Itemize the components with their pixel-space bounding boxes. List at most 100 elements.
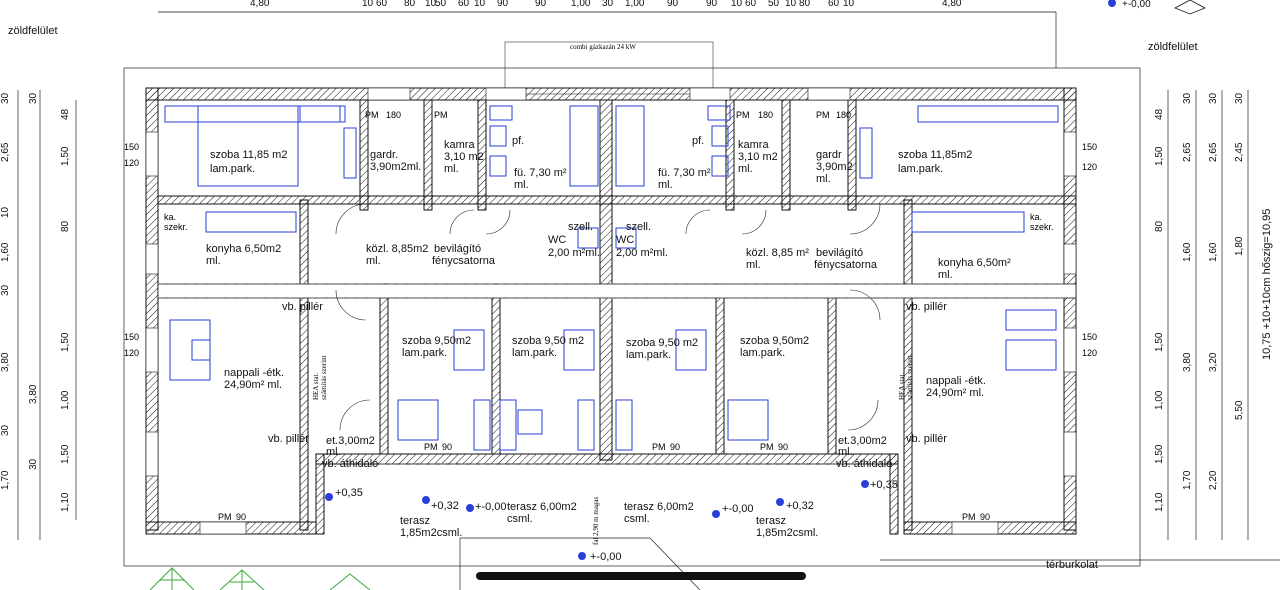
svg-text:terasz: terasz — [400, 515, 430, 527]
svg-text:90: 90 — [778, 442, 788, 452]
svg-text:et.3,00m2: et.3,00m2 — [326, 435, 375, 447]
left-dimension-chain: 30 2,65 10 1,60 30 3,80 30 1,70 30 3,80 … — [0, 90, 77, 540]
svg-text:szoba 9,50 m2: szoba 9,50 m2 — [512, 335, 584, 347]
svg-text:30: 30 — [0, 424, 11, 436]
svg-text:10: 10 — [362, 0, 374, 9]
svg-text:szell.: szell. — [626, 221, 651, 233]
svg-text:ml.: ml. — [206, 255, 221, 267]
svg-text:fénycsatorna: fénycsatorna — [432, 255, 496, 267]
svg-text:+-0,00: +-0,00 — [722, 503, 754, 515]
svg-text:ml.: ml. — [444, 163, 459, 175]
svg-text:10: 10 — [731, 0, 743, 9]
green-area-right: zöldfelület — [1148, 41, 1198, 53]
svg-text:pf.: pf. — [692, 135, 704, 147]
svg-text:1,10: 1,10 — [1154, 492, 1165, 512]
svg-text:10: 10 — [0, 206, 11, 218]
svg-text:+-0,00: +-0,00 — [475, 501, 507, 513]
svg-text:gardr: gardr — [816, 149, 842, 161]
svg-text:3,80: 3,80 — [0, 352, 11, 372]
svg-text:combi gázkazán 24 kW: combi gázkazán 24 kW — [570, 43, 636, 51]
svg-text:számítás szerint: számítás szerint — [906, 355, 914, 400]
svg-text:150: 150 — [124, 332, 139, 342]
svg-text:30: 30 — [28, 458, 39, 470]
svg-text:80: 80 — [1154, 220, 1165, 232]
svg-text:nappali -étk.: nappali -étk. — [926, 375, 986, 387]
svg-text:szekr.: szekr. — [164, 222, 188, 232]
svg-text:120: 120 — [1082, 348, 1097, 358]
svg-text:30: 30 — [1208, 92, 1219, 104]
svg-text:90: 90 — [980, 512, 990, 522]
svg-text:ml.: ml. — [326, 446, 341, 458]
svg-text:fal 2,90 m magas: fal 2,90 m magas — [592, 497, 600, 545]
svg-text:csml.: csml. — [624, 513, 650, 525]
svg-text:48: 48 — [60, 108, 71, 120]
svg-text:24,90m² ml.: 24,90m² ml. — [224, 379, 282, 391]
svg-text:3,80: 3,80 — [1182, 352, 1193, 372]
svg-text:közl. 8,85 m²: közl. 8,85 m² — [746, 247, 809, 259]
svg-text:PM: PM — [434, 110, 448, 120]
svg-text:szoba 9,50 m2: szoba 9,50 m2 — [626, 337, 698, 349]
svg-text:30: 30 — [28, 92, 39, 104]
svg-text:3,10 m2: 3,10 m2 — [444, 151, 484, 163]
scroll-bar[interactable] — [476, 572, 806, 580]
svg-text:terasz: terasz — [756, 515, 786, 527]
svg-text:1,00: 1,00 — [60, 390, 71, 410]
svg-text:60: 60 — [458, 0, 470, 9]
svg-text:kamra: kamra — [444, 139, 475, 151]
svg-text:90: 90 — [442, 442, 452, 452]
svg-text:90: 90 — [706, 0, 718, 9]
svg-text:48: 48 — [1154, 108, 1165, 120]
svg-text:+0,35: +0,35 — [870, 479, 898, 491]
svg-text:90: 90 — [670, 442, 680, 452]
tree-symbols — [149, 567, 371, 590]
svg-text:+-0,00: +-0,00 — [590, 551, 622, 563]
svg-text:+0,32: +0,32 — [431, 500, 459, 512]
svg-text:ml.: ml. — [746, 259, 761, 271]
room-szoba-left: szoba 11,85 m2 — [210, 149, 287, 161]
svg-text:3,90m2: 3,90m2 — [816, 161, 853, 173]
svg-text:lam.park.: lam.park. — [626, 349, 671, 361]
svg-text:vb. pillér: vb. pillér — [906, 433, 947, 445]
level-markers: +0,35 +0,32 +-0,00 +-0,00 +0,32 +0,35 +-… — [325, 479, 898, 563]
svg-text:gardr.: gardr. — [370, 149, 398, 161]
terrace-paving — [459, 12, 1280, 590]
svg-text:80: 80 — [60, 220, 71, 232]
north-arrow-icon — [1174, 0, 1206, 15]
svg-text:90: 90 — [667, 0, 679, 9]
svg-text:1,50: 1,50 — [1154, 332, 1165, 352]
svg-text:fü. 7,30 m²: fü. 7,30 m² — [658, 167, 711, 179]
svg-text:ml.: ml. — [366, 255, 381, 267]
svg-text:1,60: 1,60 — [1182, 242, 1193, 262]
svg-text:ka.: ka. — [164, 212, 176, 222]
svg-text:50: 50 — [768, 0, 780, 9]
svg-text:3,90m2ml.: 3,90m2ml. — [370, 161, 421, 173]
svg-text:90: 90 — [535, 0, 547, 9]
svg-text:2,20: 2,20 — [1208, 470, 1219, 490]
svg-text:ml.: ml. — [816, 173, 831, 185]
svg-text:szell.: szell. — [568, 221, 593, 233]
svg-text:60: 60 — [745, 0, 757, 9]
svg-text:bevilágító: bevilágító — [434, 243, 481, 255]
svg-text:konyha 6,50m2: konyha 6,50m2 — [206, 243, 281, 255]
svg-text:fénycsatorna: fénycsatorna — [814, 259, 878, 271]
svg-text:WC: WC — [616, 234, 634, 246]
svg-text:3,10 m2: 3,10 m2 — [738, 151, 778, 163]
svg-text:pf.: pf. — [512, 135, 524, 147]
svg-text:+-0,00: +-0,00 — [1122, 0, 1151, 10]
svg-text:10: 10 — [843, 0, 855, 9]
svg-text:90: 90 — [236, 512, 246, 522]
svg-text:1,80: 1,80 — [1234, 236, 1245, 256]
svg-text:60: 60 — [828, 0, 840, 9]
svg-text:120: 120 — [124, 348, 139, 358]
svg-text:180: 180 — [758, 110, 773, 120]
svg-text:fü. 7,30 m²: fü. 7,30 m² — [514, 167, 567, 179]
svg-text:120: 120 — [124, 158, 139, 168]
svg-text:szekr.: szekr. — [1030, 222, 1054, 232]
svg-text:1,60: 1,60 — [0, 242, 11, 262]
svg-text:180: 180 — [836, 110, 851, 120]
svg-text:szoba 9,50m2: szoba 9,50m2 — [402, 335, 471, 347]
svg-text:10: 10 — [474, 0, 486, 9]
svg-text:PM: PM — [424, 442, 438, 452]
svg-text:ml.: ml. — [738, 163, 753, 175]
